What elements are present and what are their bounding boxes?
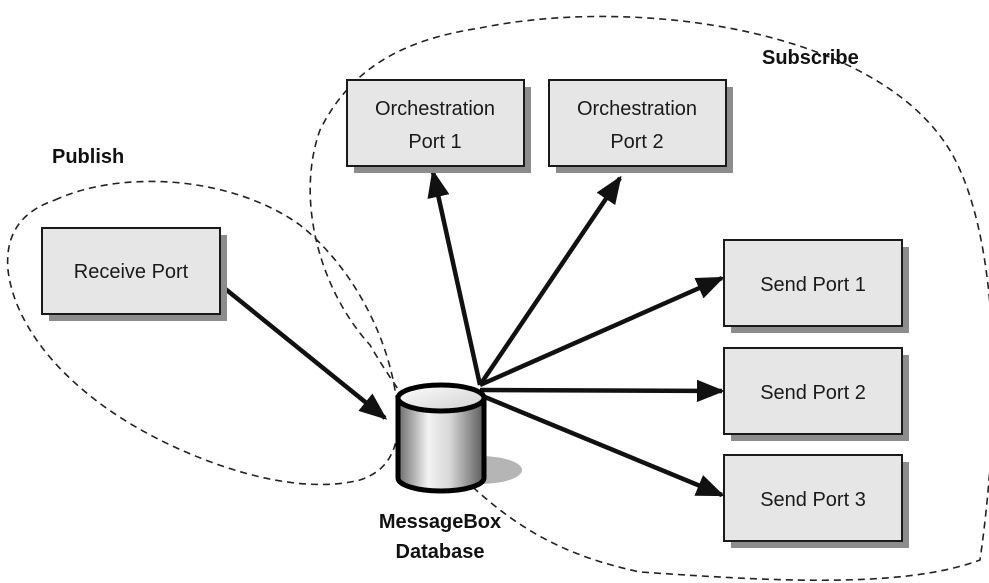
send-port-3-node: Send Port 3 — [723, 454, 909, 548]
arrow-messagebox-to-send-port-3 — [479, 392, 725, 498]
orchestration-port-1-line2: Port 1 — [408, 131, 461, 153]
send-port-2-label: Send Port 2 — [760, 382, 866, 404]
receive-port-node: Receive Port — [41, 227, 227, 321]
arrow-messagebox-to-orchestration-1 — [427, 169, 483, 386]
send-port-1-label: Send Port 1 — [760, 274, 866, 296]
send-port-3-label: Send Port 3 — [760, 489, 866, 511]
orchestration-port-1-line1: Orchestration — [375, 98, 495, 120]
subscribe-region — [309, 15, 989, 582]
database-label-line1: MessageBox — [379, 511, 501, 533]
subscribe-label: Subscribe — [762, 47, 859, 69]
database-top — [395, 382, 487, 414]
orchestration-port-2-node: Orchestration Port 2 — [548, 79, 733, 173]
arrow-messagebox-to-send-port-2 — [479, 379, 725, 403]
arrow-messagebox-to-send-port-1 — [479, 275, 725, 388]
database-body — [395, 395, 487, 494]
send-port-2-node: Send Port 2 — [723, 347, 909, 441]
publish-region — [6, 180, 399, 486]
publish-label: Publish — [52, 146, 124, 168]
orchestration-port-2-line2: Port 2 — [610, 131, 663, 153]
database-label-line2: Database — [396, 541, 485, 563]
orchestration-port-1-node: Orchestration Port 1 — [346, 79, 531, 173]
send-port-1-node: Send Port 1 — [723, 239, 909, 333]
arrow-messagebox-to-orchestration-2 — [478, 175, 622, 387]
orchestration-port-2-line1: Orchestration — [577, 98, 697, 120]
arrow-receive-to-messagebox — [216, 281, 388, 420]
messagebox-database-icon — [395, 382, 522, 494]
receive-port-label: Receive Port — [74, 261, 189, 283]
